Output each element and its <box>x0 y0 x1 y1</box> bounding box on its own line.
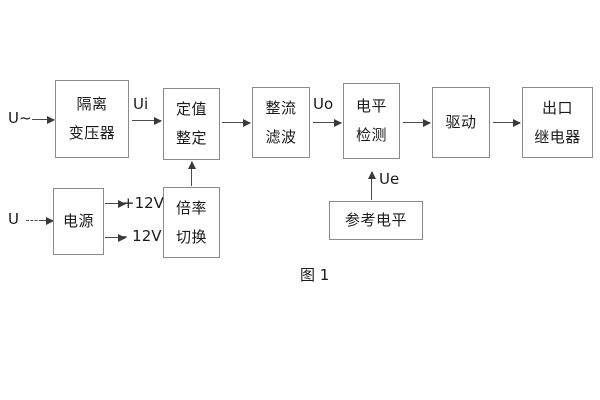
ac-input-label: U~ <box>8 109 32 127</box>
block-reference-level-line-1: 参考电平 <box>344 211 407 229</box>
block-power-supply-line-1: 电源 <box>62 212 94 230</box>
block-output-relay: 出口 继电器 <box>522 87 593 158</box>
block-isolation-transformer-line-1: 隔离 <box>76 95 108 113</box>
block-isolation-transformer-line-2: 变压器 <box>68 124 116 142</box>
block-setting-value-line-2: 整定 <box>175 129 207 147</box>
block-level-detect-line-1: 电平 <box>355 97 387 115</box>
block-output-relay-line-1: 出口 <box>541 98 573 117</box>
block-rectify-filter-line-1: 整流 <box>265 98 297 117</box>
block-ratio-switch: 倍率 切换 <box>163 187 220 258</box>
positive-rail-label: +12V <box>122 194 164 212</box>
block-setting-value: 定值 整定 <box>163 88 220 160</box>
block-drive-line-1: 驱动 <box>445 113 477 131</box>
block-rectify-filter-line-2: 滤波 <box>265 127 297 146</box>
dc-input-dash-line <box>26 220 42 221</box>
arrow-reference-level-to-level-detect <box>367 171 376 200</box>
arrow-ratio-switch-to-setting-value <box>187 161 196 186</box>
arrow-ac-input-to-isolation-transformer <box>32 115 55 124</box>
block-level-detect-line-2: 检测 <box>355 126 387 144</box>
arrow-power-supply-positive-rail <box>105 199 126 208</box>
block-drive: 驱动 <box>432 87 490 158</box>
block-ratio-switch-line-2: 切换 <box>175 227 207 246</box>
arrow-isolation-transformer-to-setting-value <box>132 116 162 125</box>
block-isolation-transformer: 隔离 变压器 <box>55 80 129 158</box>
ui-signal-label: Ui <box>133 95 149 113</box>
uo-signal-label: Uo <box>313 95 334 113</box>
figure-caption: 图 1 <box>300 266 330 284</box>
arrow-level-detect-to-drive <box>403 118 431 127</box>
negative-rail-label: - 12V <box>122 227 162 245</box>
arrow-dc-input-to-power-supply <box>40 216 54 225</box>
block-setting-value-line-1: 定值 <box>175 100 207 118</box>
dc-input-label: U <box>8 210 19 228</box>
ue-signal-label: Ue <box>379 170 400 188</box>
block-rectify-filter: 整流 滤波 <box>252 87 310 158</box>
arrow-rectify-filter-to-level-detect <box>313 118 342 127</box>
arrow-setting-value-to-rectify-filter <box>222 118 251 127</box>
arrow-power-supply-negative-rail <box>105 233 126 242</box>
block-power-supply: 电源 <box>53 188 104 255</box>
block-ratio-switch-line-1: 倍率 <box>175 198 207 217</box>
block-level-detect: 电平 检测 <box>343 83 400 159</box>
arrow-drive-to-output-relay <box>493 118 521 127</box>
block-output-relay-line-2: 继电器 <box>534 127 581 146</box>
block-reference-level: 参考电平 <box>329 201 423 240</box>
